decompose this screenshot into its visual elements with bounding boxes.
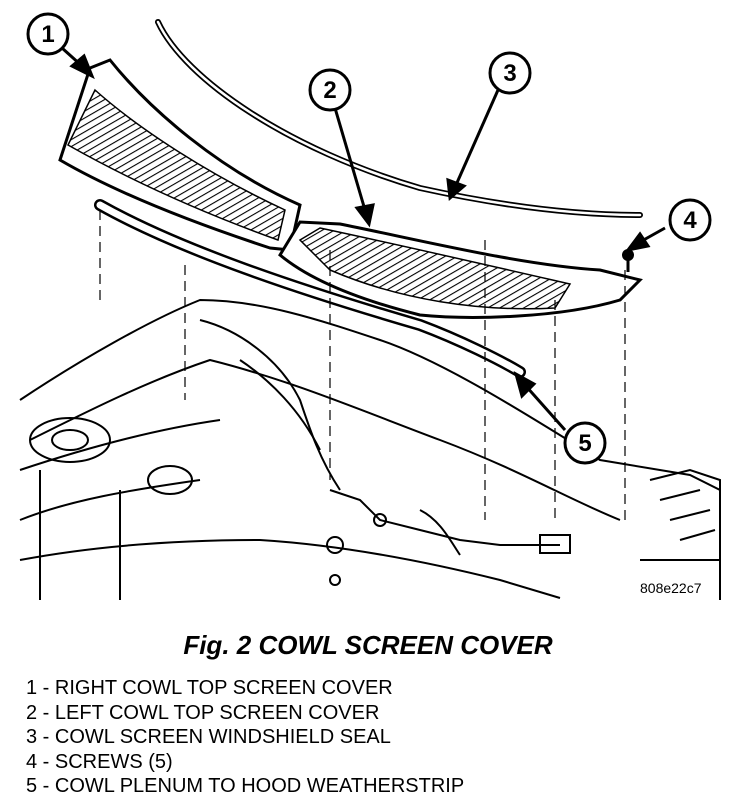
windshield-seal bbox=[155, 19, 643, 218]
svg-text:3: 3 bbox=[503, 60, 516, 87]
screw bbox=[622, 249, 634, 272]
left-cowl-top-screen-cover bbox=[278, 220, 643, 319]
right-cowl-top-screen-cover bbox=[58, 58, 302, 252]
svg-text:5: 5 bbox=[578, 430, 591, 457]
svg-text:4: 4 bbox=[683, 207, 697, 234]
figure-caption: Fig. 2 COWL SCREEN COVER bbox=[183, 630, 553, 660]
callout-1: 1 bbox=[26, 12, 70, 56]
callout-5: 5 bbox=[563, 421, 607, 465]
svg-text:2: 2 bbox=[323, 77, 336, 104]
callout-4: 4 bbox=[668, 198, 712, 242]
legend-item: 1 - RIGHT COWL TOP SCREEN COVER bbox=[26, 677, 393, 699]
alignment-lines bbox=[99, 210, 626, 520]
legend-list: 1 - RIGHT COWL TOP SCREEN COVER 2 - LEFT… bbox=[26, 676, 464, 799]
legend-item: 4 - SCREWS (5) bbox=[26, 750, 173, 773]
callout-3: 3 bbox=[488, 51, 532, 95]
leader-lines bbox=[60, 46, 666, 431]
vehicle-body bbox=[19, 298, 721, 600]
legend-item: 2 - LEFT COWL TOP SCREEN COVER bbox=[26, 701, 380, 724]
figure-code: 808e22c7 bbox=[640, 580, 702, 596]
legend-item: 5 - COWL PLENUM TO HOOD WEATHERSTRIP bbox=[26, 775, 465, 797]
legend-item: 3 - COWL SCREEN WINDSHIELD SEAL bbox=[26, 726, 391, 748]
callout-2: 2 bbox=[308, 68, 352, 112]
cowl-screen-diagram: 1 2 3 4 5 bbox=[19, 12, 721, 600]
svg-text:1: 1 bbox=[41, 21, 54, 48]
